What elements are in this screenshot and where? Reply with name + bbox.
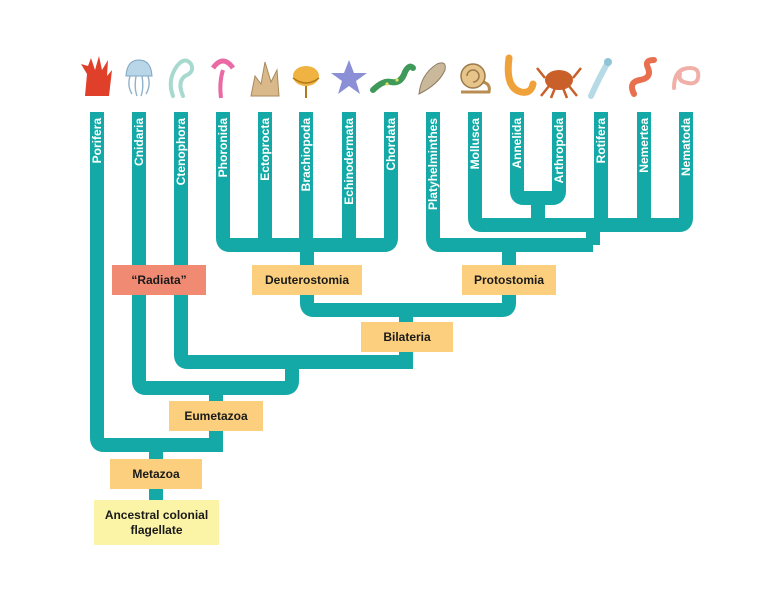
taxon-label-porifera: Porifera	[90, 118, 104, 164]
taxon-label-brachiopoda: Brachiopoda	[299, 118, 313, 192]
flatworm-icon	[419, 63, 445, 94]
taxon-label-platyhelminthes: Platyhelminthes	[426, 118, 440, 210]
taxon-label-cnidaria: Cnidaria	[132, 118, 146, 166]
phoronid-worm-icon	[213, 61, 233, 98]
clade-label-radiata: “Radiata”	[112, 265, 206, 295]
organism-icons	[81, 56, 698, 98]
comb-jelly-icon	[171, 60, 192, 96]
taxon-label-ectoprocta: Ectoprocta	[258, 118, 272, 181]
sea-star-icon	[331, 60, 367, 94]
taxon-label-arthropoda: Arthropoda	[552, 118, 566, 184]
taxon-label-rotifera: Rotifera	[594, 118, 608, 164]
bryozoan-icon	[251, 62, 279, 96]
clade-label-eumetazoa: Eumetazoa	[169, 401, 263, 431]
ancestor-label: Ancestral colonial flagellate	[94, 500, 219, 545]
clade-label-deuterostomia: Deuterostomia	[252, 265, 362, 295]
salamander-icon	[373, 67, 413, 90]
jellyfish-icon	[126, 60, 152, 96]
roundworm-icon	[674, 68, 698, 88]
clade-label-protostomia: Protostomia	[462, 265, 556, 295]
taxon-label-mollusca: Mollusca	[468, 118, 482, 170]
clade-label-metazoa: Metazoa	[110, 459, 202, 489]
crab-icon	[537, 68, 581, 98]
rotifer-icon	[591, 58, 612, 96]
taxon-label-annelida: Annelida	[510, 118, 524, 169]
taxon-label-ctenophora: Ctenophora	[174, 118, 188, 186]
taxon-label-nemertea: Nemertea	[637, 118, 651, 173]
ribbon-worm-icon	[632, 60, 654, 94]
taxon-label-echinodermata: Echinodermata	[342, 118, 356, 205]
taxon-label-nematoda: Nematoda	[679, 118, 693, 176]
lamp-shell-icon	[293, 66, 319, 98]
segmented-worm-icon	[508, 58, 533, 92]
taxon-label-chordata: Chordata	[384, 118, 398, 171]
branch-lophotrochozoa-bar	[475, 112, 686, 225]
taxon-label-phoronida: Phoronida	[216, 118, 230, 178]
snail-icon	[461, 64, 489, 92]
clade-label-bilateria: Bilateria	[361, 322, 453, 352]
sponge-icon	[81, 56, 112, 96]
